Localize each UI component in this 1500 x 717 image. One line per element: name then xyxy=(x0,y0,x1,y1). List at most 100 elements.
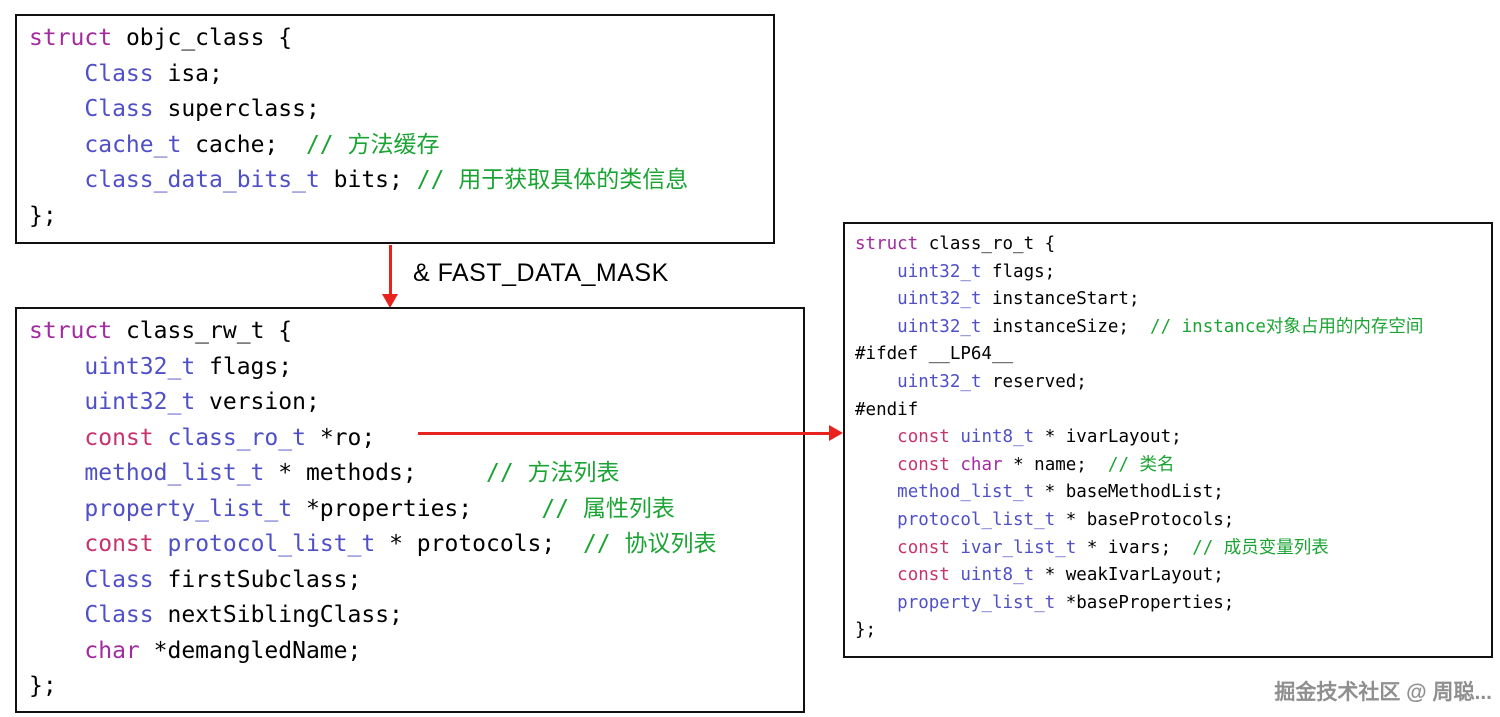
code-token xyxy=(950,565,961,585)
code-token xyxy=(950,455,961,475)
code-token: superclass; xyxy=(153,96,320,122)
code-line: uint32_t reserved; xyxy=(855,369,1481,397)
code-token xyxy=(29,354,84,380)
code-token: const xyxy=(84,424,154,451)
code-token: uint32_t xyxy=(897,371,982,392)
code-token: class_data_bits_t xyxy=(84,167,320,193)
code-line: struct class_rw_t { xyxy=(29,314,791,350)
struct-class-ro-box: struct class_ro_t { uint32_t flags; uint… xyxy=(843,222,1493,658)
code-token: * ivars; xyxy=(1076,537,1193,558)
code-token: * baseMethodList; xyxy=(1034,482,1224,503)
code-token: * ivarLayout; xyxy=(1034,427,1182,448)
code-line: }; xyxy=(855,617,1481,645)
code-token: Class xyxy=(84,60,154,87)
code-token: nextSiblingClass; xyxy=(153,602,403,628)
struct-class-rw-box: struct class_rw_t { uint32_t flags; uint… xyxy=(15,307,805,713)
code-token xyxy=(855,262,897,282)
code-token xyxy=(855,482,897,502)
code-token xyxy=(29,425,84,451)
code-line: Class firstSubclass; xyxy=(29,563,791,599)
code-token: bits; xyxy=(319,167,417,193)
code-token: objc_class { xyxy=(112,25,293,51)
code-token: Class xyxy=(84,602,154,628)
code-token xyxy=(29,531,84,557)
code-line: Class nextSiblingClass; xyxy=(29,598,791,634)
code-line: #ifdef __LP64__ xyxy=(855,341,1481,369)
code-token: instanceSize; xyxy=(981,316,1151,337)
code-line: char *demangledName; xyxy=(29,634,791,670)
code-token: // 方法缓存 xyxy=(305,131,440,158)
code-line: }; xyxy=(29,669,791,705)
code-token: struct xyxy=(29,25,113,51)
code-line: const ivar_list_t * ivars; // 成员变量列表 xyxy=(855,535,1481,563)
code-token xyxy=(855,593,897,613)
code-line: const protocol_list_t * protocols; // 协议… xyxy=(29,527,791,563)
code-token xyxy=(855,427,897,447)
code-token: *demangledName; xyxy=(139,637,362,664)
code-token: class_ro_t { xyxy=(918,234,1056,254)
code-token: struct xyxy=(855,234,919,254)
code-token xyxy=(29,602,84,628)
code-token: char xyxy=(960,454,1003,475)
code-line: #endif xyxy=(855,397,1481,425)
code-line: uint32_t instanceStart; xyxy=(855,286,1481,314)
code-token: protocol_list_t xyxy=(167,531,376,557)
code-token xyxy=(154,425,168,451)
code-token: uint32_t xyxy=(84,389,196,415)
code-token: Class xyxy=(84,96,154,122)
code-token xyxy=(29,460,84,486)
code-line: const uint8_t * weakIvarLayout; xyxy=(855,562,1481,590)
code-token: reserved; xyxy=(981,371,1087,392)
code-token xyxy=(29,638,84,664)
code-line: property_list_t *properties; // 属性列表 xyxy=(29,492,791,528)
code-token: flags; xyxy=(195,353,293,380)
code-token: * methods; xyxy=(264,460,486,486)
code-token xyxy=(855,317,897,337)
code-line: Class isa; xyxy=(29,57,761,93)
code-token xyxy=(29,61,84,87)
code-block-class-ro: struct class_ro_t { uint32_t flags; uint… xyxy=(845,224,1491,652)
code-token: class_rw_t { xyxy=(112,318,293,344)
code-line: uint32_t version; xyxy=(29,385,791,421)
code-line: protocol_list_t * baseProtocols; xyxy=(855,507,1481,535)
ro-pointer-arrow-head-icon xyxy=(829,425,843,441)
watermark: 掘金技术社区 @ 周聪... xyxy=(1274,681,1492,704)
code-line: struct class_ro_t { xyxy=(855,231,1481,259)
code-token xyxy=(29,96,84,122)
code-token: instanceStart; xyxy=(981,289,1140,310)
code-token: property_list_t xyxy=(897,592,1056,613)
code-line: const class_ro_t *ro; xyxy=(29,421,791,457)
code-token xyxy=(855,455,897,475)
ro-pointer-arrow xyxy=(418,425,843,441)
code-token: protocol_list_t xyxy=(897,509,1056,530)
fast-data-mask-label: & FAST_DATA_MASK xyxy=(413,259,669,287)
ro-pointer-arrow-line xyxy=(418,431,831,435)
code-token xyxy=(154,531,168,557)
code-block-class-rw: struct class_rw_t { uint32_t flags; uint… xyxy=(17,309,803,710)
code-line: uint32_t instanceSize; // instance对象占用的内… xyxy=(855,314,1481,342)
code-token xyxy=(855,372,897,392)
down-arrow xyxy=(382,245,398,308)
code-token: uint8_t xyxy=(960,427,1035,448)
code-token: char xyxy=(84,637,140,664)
code-token: #ifdef __LP64__ xyxy=(855,344,1014,365)
code-token xyxy=(950,538,961,558)
code-token: #endif xyxy=(855,399,919,420)
code-line: method_list_t * baseMethodList; xyxy=(855,479,1481,507)
code-token xyxy=(29,389,84,415)
code-line: Class superclass; xyxy=(29,92,761,128)
code-token: *baseProperties; xyxy=(1055,592,1235,613)
code-line: }; xyxy=(29,199,761,235)
code-token: // instance对象占用的内存空间 xyxy=(1150,316,1424,337)
code-token: uint32_t xyxy=(897,261,982,282)
code-token xyxy=(29,567,84,593)
code-token: * weakIvarLayout; xyxy=(1034,565,1224,586)
code-token: *ro; xyxy=(305,424,376,451)
code-line: property_list_t *baseProperties; xyxy=(855,590,1481,618)
code-token: uint32_t xyxy=(897,316,982,337)
code-token xyxy=(29,496,84,522)
code-line: class_data_bits_t bits; // 用于获取具体的类信息 xyxy=(29,163,761,199)
code-token: }; xyxy=(29,202,57,229)
code-token: Class xyxy=(84,566,154,593)
code-token: * name; xyxy=(1002,454,1108,475)
